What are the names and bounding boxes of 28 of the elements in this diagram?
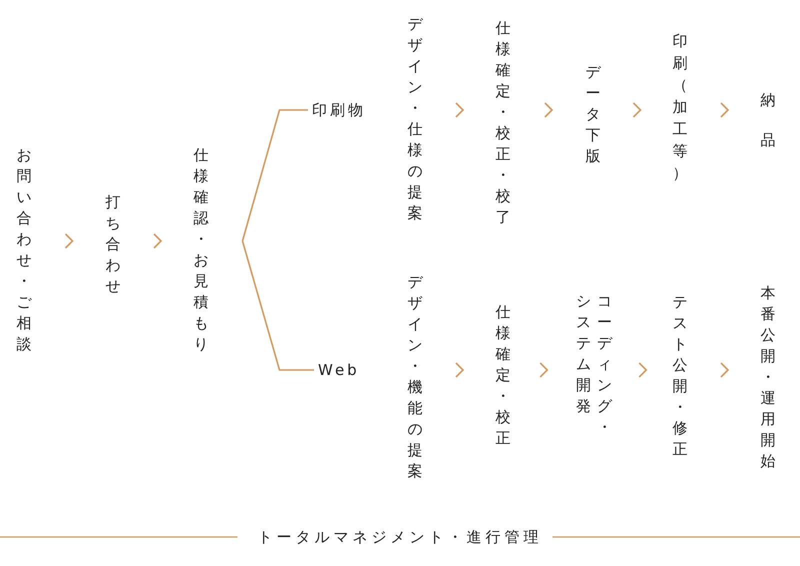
step-label: デザイン・機能の提案 [408, 272, 422, 482]
step-label: 仕様確認・お見積もり [194, 145, 208, 355]
chevron-arrow [64, 233, 74, 249]
step-label: データ下版 [586, 62, 600, 167]
chevron-arrow [544, 102, 554, 118]
step-label: 印刷（加工等） [672, 30, 688, 184]
step-label: 仕様確定・校正 [496, 302, 510, 449]
chevron-arrow [720, 362, 730, 378]
step-label: Web [318, 360, 360, 380]
step-label: テスト公開・修正 [672, 292, 688, 460]
step-label: デザイン・仕様の提案 [408, 14, 422, 224]
step-label: お問い合わせ・ご相談 [16, 145, 32, 355]
chevron-arrow [455, 102, 464, 118]
bracket-line [242, 109, 308, 242]
bracket-line [242, 240, 314, 371]
chevron-arrow [153, 233, 162, 249]
step-label: 本番公開・運用開始 [760, 283, 776, 472]
step-label: コーディング・システム開発 [576, 291, 612, 438]
chevron-arrow [455, 362, 464, 378]
footer-note: トータルマネジメント・進行管理 [258, 528, 542, 546]
chevron-arrow [638, 362, 648, 378]
step-label: 打ち合わせ [106, 192, 120, 297]
chevron-arrow [540, 362, 548, 378]
step-label: 印刷物 [312, 100, 366, 120]
chevron-arrow [720, 102, 730, 118]
chevron-arrow [632, 102, 642, 118]
step-label: 仕様確定・校正・校了 [496, 18, 510, 228]
step-label: 納品 [760, 80, 776, 160]
